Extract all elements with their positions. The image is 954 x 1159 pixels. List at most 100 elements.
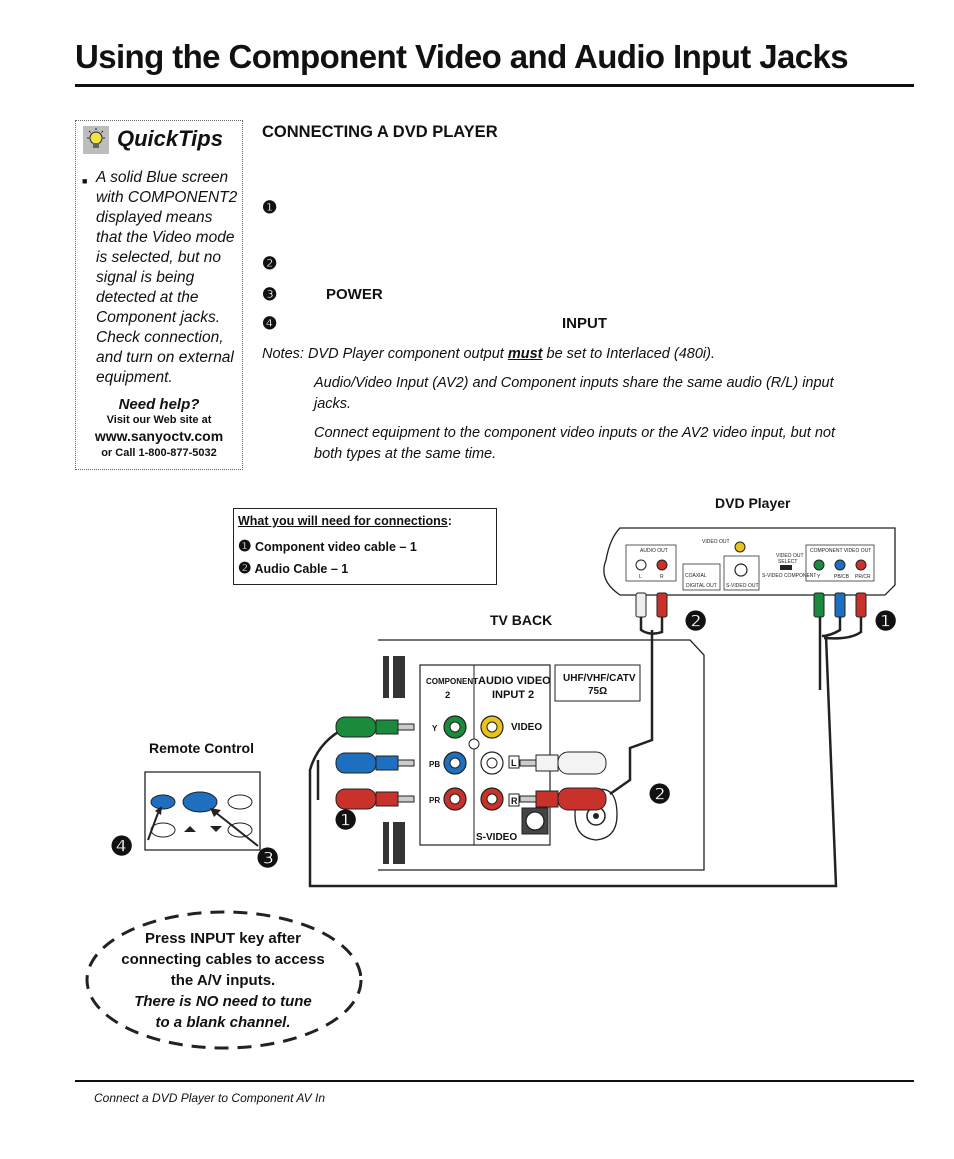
tv-r-label: R — [511, 796, 518, 806]
note-3-line: Connect equipment to the component video… — [314, 425, 836, 441]
visit-text: Visit our Web site at — [106, 414, 212, 426]
note-3-line: both types at the same time. — [314, 446, 497, 462]
bottom-rule — [75, 1080, 914, 1082]
dvd-video-out-select-1: VIDEO OUT — [776, 553, 804, 559]
dvd-r-label: R — [660, 574, 664, 580]
tv-pr-label: PR — [429, 796, 440, 805]
footer-caption: Connect a DVD Player to Component AV In — [94, 1091, 326, 1105]
tv-input2-label: INPUT 2 — [492, 689, 534, 701]
step-2-number: ❷ — [262, 254, 278, 273]
tv-uhf-label: UHF/VHF/CATV — [563, 673, 636, 684]
dvd-audio-out-label: AUDIO OUT — [640, 548, 668, 554]
tv-component-label: COMPONENT — [426, 677, 478, 686]
callout-ellipse — [85, 910, 363, 1050]
needs-heading: What you will need for connections: — [238, 514, 452, 528]
quicktip-line: equipment. — [96, 369, 173, 386]
callout-italic-line: to a blank channel. — [155, 1014, 291, 1031]
needs-box — [233, 508, 497, 585]
dvd-l-label: L — [639, 574, 642, 580]
callout-3-remote: ❸ — [256, 844, 279, 874]
quicktip-line: that the Video mode — [96, 229, 235, 246]
quicktips-title: QuickTips — [117, 126, 223, 151]
quicktip-line: detected at the — [96, 289, 199, 306]
dvd-video-out-select-2: SELECT — [778, 559, 797, 565]
need-item-text: Component video cable – 1 — [254, 540, 417, 554]
quicktip-line: Check connection, — [96, 329, 224, 346]
remote-control-label: Remote Control — [149, 740, 254, 756]
dvd-svideo-out-label: S-VIDEO OUT — [726, 583, 759, 589]
tv-audio-plugs — [519, 751, 607, 811]
quicktip-line: displayed means — [96, 209, 213, 226]
dvd-pb-label: PB/CB — [834, 574, 850, 580]
dvd-player-label: DVD Player — [715, 495, 791, 511]
quicktip-line: and turn on external — [96, 349, 234, 366]
callout-4-remote: ❹ — [110, 832, 133, 862]
dvd-digital-out-label: DIGITAL OUT — [686, 583, 717, 589]
section-heading: CONNECTING A DVD PLAYER — [262, 123, 498, 141]
note-2: Audio/Video Input (AV2) and Component in… — [314, 373, 834, 415]
need-item-text: Audio Cable – 1 — [254, 562, 349, 576]
need-help-heading: Need help? — [118, 396, 200, 413]
tv-component-number: 2 — [445, 690, 450, 701]
need-item-1: ❶ Component video cable – 1 — [238, 537, 417, 555]
quicktip-line: with COMPONENT2 — [96, 189, 238, 206]
callout-line: Press INPUT key after — [145, 930, 301, 947]
tv-video-label: VIDEO — [511, 722, 542, 733]
quicktips-box — [75, 120, 243, 470]
tv-l-label: L — [511, 758, 517, 768]
note-3: Connect equipment to the component video… — [314, 423, 835, 465]
tv-back-label: TV BACK — [490, 612, 553, 628]
callout-line: the A/V inputs. — [170, 972, 276, 989]
step-1-number: ❶ — [262, 198, 278, 217]
step-4-number: ❹ — [262, 314, 278, 333]
tv-y-label: Y — [432, 724, 438, 733]
step-3-number: ❸ — [262, 285, 278, 304]
quicktip-bullet: ■ — [82, 176, 88, 186]
dvd-video-out-label: VIDEO OUT — [702, 539, 730, 545]
page-title: Using the Component Video and Audio Inpu… — [75, 38, 849, 75]
need-item-number: ❷ — [238, 560, 252, 577]
needs-heading-text: What you will need for connections — [238, 514, 448, 528]
tv-svideo-label: S-VIDEO — [476, 832, 517, 843]
callout-2-dvd: ❷ — [684, 607, 707, 637]
quicktip-text: A solid Blue screen with COMPONENT2 disp… — [96, 168, 246, 388]
need-item-number: ❶ — [238, 538, 252, 555]
quicktip-line: signal is being — [96, 269, 195, 286]
callout-italic-line: There is NO need to tune — [134, 993, 312, 1010]
note-2-line: jacks. — [314, 396, 352, 412]
note-1: Notes: DVD Player component output must … — [262, 344, 715, 365]
callout-1-tv: ❶ — [334, 806, 357, 836]
tv-ohms-label: 75Ω — [588, 686, 607, 697]
dvd-svideo-component-label: S-VIDEO COMPONENT — [762, 573, 816, 579]
note-1-text-a: DVD Player component output — [307, 346, 508, 362]
remote-control-illustration — [144, 771, 261, 851]
power-key-label: POWER — [326, 286, 383, 303]
tv-audio-video-label: AUDIO VIDEO — [478, 675, 551, 687]
website-link[interactable]: www.sanyoctv.com — [94, 428, 224, 444]
notes-label: Notes: — [262, 346, 304, 362]
callout-text: Press INPUT key after connecting cables … — [113, 928, 333, 1033]
dvd-y-label: Y — [817, 574, 821, 580]
dvd-coaxial-label: COAXIAL — [685, 573, 707, 579]
quicktip-line: is selected, but no — [96, 249, 221, 266]
callout-2-tv: ❷ — [648, 780, 671, 810]
dvd-pr-label: PR/CR — [855, 574, 871, 580]
need-item-2: ❷ Audio Cable – 1 — [238, 559, 348, 577]
note-1-text-b: be set to Interlaced (480i). — [542, 346, 715, 362]
tv-pb-label: PB — [429, 760, 440, 769]
phone-number: or Call 1-800-877-5032 — [101, 447, 217, 459]
needs-heading-colon: : — [447, 514, 452, 528]
title-rule — [75, 84, 914, 87]
quicktip-line: A solid Blue screen — [96, 169, 229, 186]
lightbulb-icon — [83, 126, 109, 154]
tv-component-plugs — [335, 716, 415, 810]
callout-line: connecting cables to access — [121, 951, 325, 968]
dvd-plugs — [635, 592, 867, 618]
callout-1-dvd: ❶ — [874, 607, 897, 637]
input-key-label: INPUT — [562, 315, 607, 332]
dvd-component-video-out-label: COMPONENT VIDEO OUT — [810, 548, 871, 554]
quicktip-line: Component jacks. — [96, 309, 221, 326]
note-1-emphasis: must — [507, 346, 543, 362]
note-2-line: Audio/Video Input (AV2) and Component in… — [314, 375, 834, 391]
